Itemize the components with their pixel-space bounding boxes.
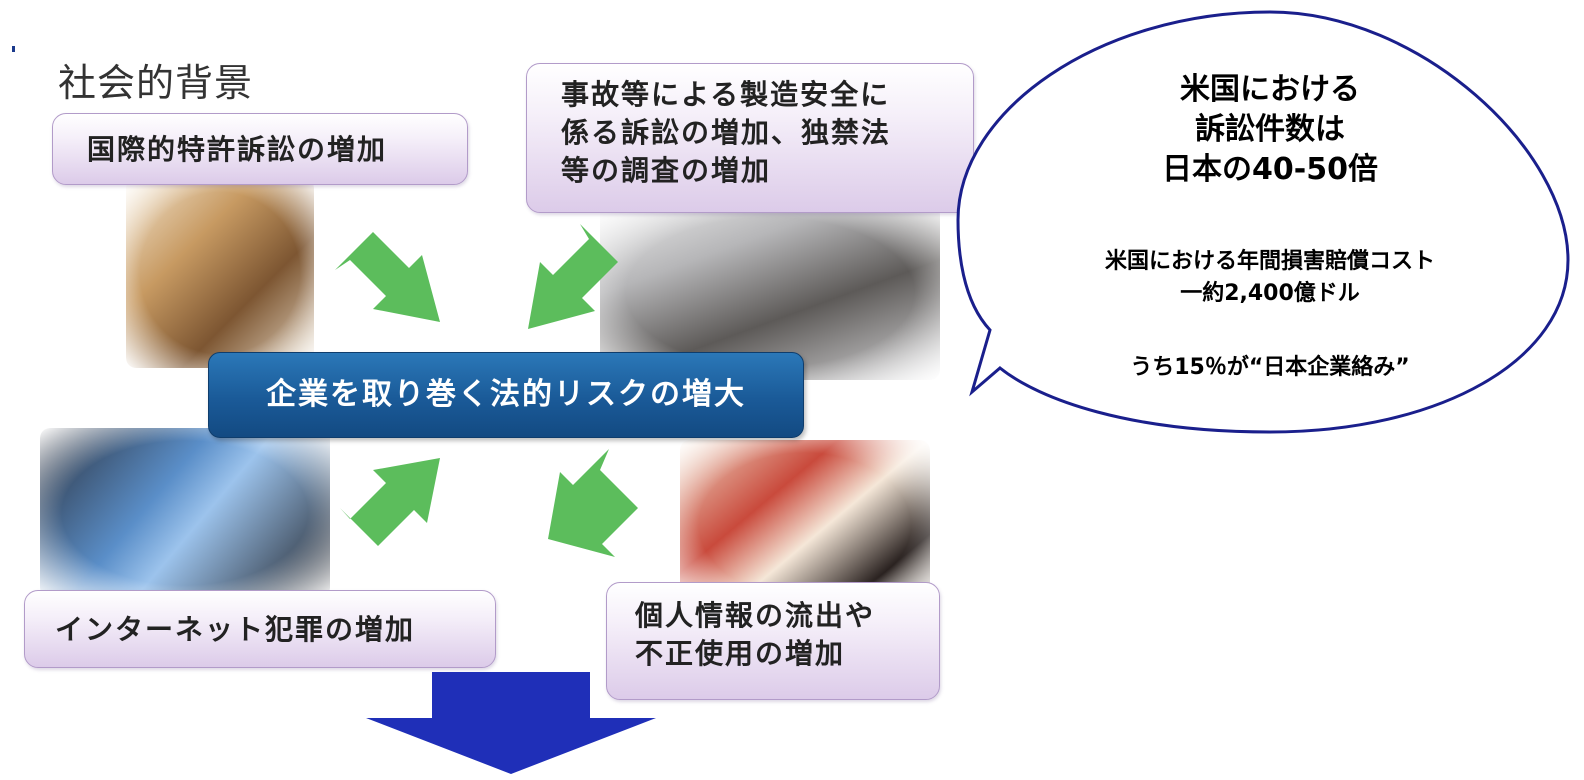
bubble-share: うち15％が“日本企業絡み” [1130,355,1410,380]
bubble-cost-line-1: 米国における年間損害賠償コスト [1104,249,1435,274]
box-internet-crime: インターネット犯罪の増加 [24,590,496,668]
courtroom-photo [126,178,314,368]
blue-down-arrow-icon [366,672,656,774]
bubble-cost-line-2: 一約2,400億ドル [1180,281,1360,306]
bubble-headline: 米国における 訴訟件数は 日本の40-50倍 [1000,70,1540,190]
page-title: 社会的背景 [58,61,254,105]
corner-mark [12,46,15,52]
files-photo [680,440,930,610]
box-personal-info-leak: 個人情報の流出や 不正使用の増加 [606,582,940,700]
box-product-safety-lawsuits: 事故等による製造安全に 係る訴訟の増加、独禁法 等の調査の増加 [526,63,974,213]
green-arrow-bottom-right-icon [548,449,638,557]
bubble-line-3: 日本の40-50倍 [1162,152,1378,187]
bubble-line-1: 米国における [1180,72,1360,107]
green-arrow-bottom-left-icon [340,458,440,546]
bubble-cost: 米国における年間損害賠償コスト 一約2,400億ドル [1000,246,1540,310]
bubble-line-2: 訴訟件数は [1195,112,1345,147]
computer-photo [40,428,330,598]
center-legal-risk-box: 企業を取り巻く法的リスクの増大 [208,352,804,438]
green-arrow-top-right-icon [528,224,618,329]
speech-bubble [956,10,1570,434]
box-patent-lawsuits: 国際的特許訴訟の増加 [52,113,468,185]
green-arrow-top-left-icon [335,232,440,322]
office-photo [600,204,940,380]
